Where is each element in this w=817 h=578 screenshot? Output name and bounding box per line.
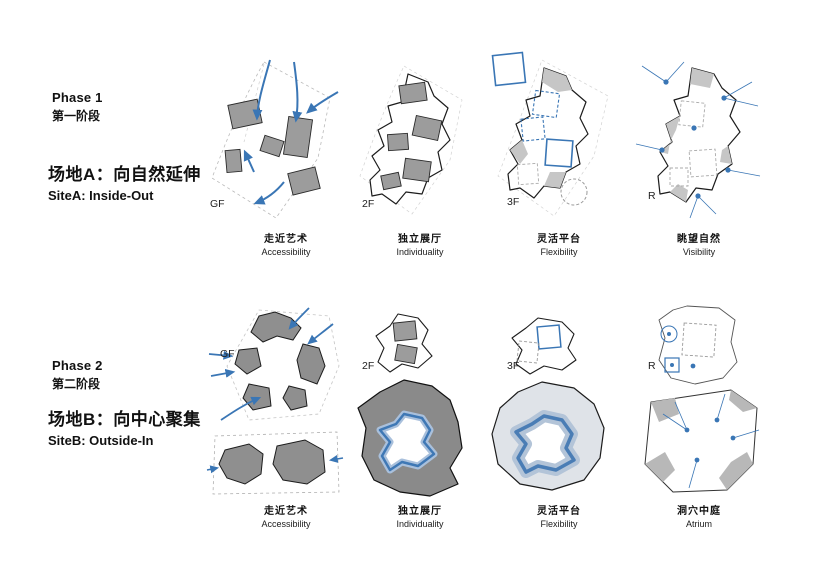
floor-label-p1-3f: 3F — [507, 196, 520, 208]
terrace-shading — [510, 68, 572, 188]
caption-en: Atrium — [685, 519, 712, 529]
caption-en: Flexibility — [540, 247, 578, 257]
flow-arrow-icons — [208, 307, 334, 421]
caption-en: Visibility — [682, 247, 716, 257]
caption-zh: 灵活平台 — [537, 234, 581, 245]
phase2-2f-plan-drawing — [357, 313, 463, 497]
platform-frame — [536, 324, 562, 350]
floor-label-p2-gf: GF — [220, 348, 235, 360]
diagram-phase1-roof — [632, 58, 767, 220]
gallery-blocks — [380, 81, 443, 191]
caption-en: Individuality — [396, 247, 444, 257]
view-lines — [635, 61, 761, 219]
diagram-phase1-gf — [198, 58, 343, 223]
phase2-title-en: Phase 2 — [52, 358, 103, 373]
floor-label-p1-2f: 2F — [362, 198, 375, 210]
caption-p1-2f: 独立展厅 Individuality — [396, 230, 443, 257]
phase2-3f-plan-drawing — [491, 317, 605, 491]
courtyard-edge — [378, 412, 436, 472]
upper-plate-outline — [375, 313, 433, 373]
caption-zh: 独立展厅 — [398, 506, 442, 517]
cluster-blocks — [234, 311, 326, 411]
phase1-title-zh: 第一阶段 — [52, 109, 101, 123]
caption-zh: 独立展厅 — [398, 234, 442, 245]
diagram-phase2-2f — [352, 310, 472, 500]
courtyard-edge — [514, 414, 576, 474]
caption-p2-2f: 独立展厅 Individuality — [396, 502, 443, 529]
caption-en: Flexibility — [540, 519, 578, 529]
caption-zh: 走近艺术 — [263, 234, 308, 245]
roof-terrace-shading — [645, 390, 757, 490]
viewpoint-dots — [684, 417, 736, 463]
diagram-phase1-3f — [482, 51, 617, 222]
lower-flow-arrows — [206, 454, 344, 474]
lower-mass-blobs — [218, 439, 326, 485]
gallery-blocks — [224, 98, 321, 196]
caption-p1-r: 眺望自然 Visibility — [677, 230, 721, 257]
phase2-gf-plan-drawing — [206, 307, 344, 495]
phase1-2f-plan-drawing — [359, 65, 463, 215]
site-boundary-dashed — [226, 309, 340, 421]
flow-arrow-icons — [243, 59, 339, 205]
diagram-phase2-roof — [635, 302, 767, 500]
phase1-heading: Phase 1 第一阶段 — [52, 90, 103, 124]
skylight-frame — [664, 357, 680, 373]
phase1-3f-plan-drawing — [491, 51, 609, 217]
diagram-phase2-3f — [482, 312, 622, 497]
gallery-blocks — [392, 320, 418, 365]
viewpoint-dot — [690, 363, 696, 369]
view-lines — [662, 393, 760, 489]
caption-zh: 走近艺术 — [263, 506, 308, 517]
oculus-target-icon — [660, 325, 678, 343]
phase1-gf-plan-drawing — [211, 59, 339, 219]
floor-label-p2-3f: 3F — [507, 360, 520, 372]
phase2-heading: Phase 2 第二阶段 — [52, 358, 103, 392]
phase2-roof-plan-drawing — [644, 305, 760, 493]
viewpoint-dots — [659, 79, 731, 199]
phase2-title-zh: 第二阶段 — [52, 377, 101, 391]
platform-frames — [491, 51, 574, 168]
floor-label-p2-r: R — [648, 360, 656, 372]
siteA-title-zh: 场地A：向自然延伸 — [48, 165, 201, 184]
floor-label-p2-2f: 2F — [362, 360, 375, 372]
siteB-title-zh: 场地B：向中心聚集 — [48, 410, 201, 429]
ghost-block-dashed — [516, 340, 540, 364]
caption-p1-gf: 走近艺术 Accessibility — [261, 230, 310, 257]
ghost-circle-dashed — [560, 178, 588, 206]
caption-p2-3f: 灵活平台 Flexibility — [537, 502, 581, 529]
roof-terrace-shading — [660, 68, 732, 202]
caption-p1-3f: 灵活平台 Flexibility — [537, 230, 581, 257]
caption-zh: 眺望自然 — [677, 234, 721, 245]
caption-p2-gf: 走近艺术 Accessibility — [261, 502, 310, 529]
caption-en: Individuality — [396, 519, 444, 529]
siteB-heading: 场地B：向中心聚集 SiteB: Outside-In — [48, 405, 201, 448]
site-boundary-dashed — [497, 59, 609, 217]
phase1-roof-plan-drawing — [635, 61, 761, 219]
siteB-title-en: SiteB: Outside-In — [48, 433, 154, 448]
siteA-title-en: SiteA: Inside-Out — [48, 188, 154, 203]
caption-p2-r: 洞穴中庭 Atrium — [677, 502, 721, 529]
lower-site-boundary-dashed — [212, 431, 340, 495]
site-boundary-dashed — [211, 61, 331, 219]
floor-label-p1-r: R — [648, 190, 656, 202]
diagram-phase2-gf — [205, 307, 345, 498]
caption-en: Accessibility — [261, 519, 311, 529]
caption-en: Accessibility — [261, 247, 311, 257]
caption-zh: 洞穴中庭 — [677, 506, 721, 517]
phase1-title-en: Phase 1 — [52, 90, 103, 105]
caption-zh: 灵活平台 — [537, 506, 581, 517]
diagram-phase1-2f — [352, 62, 470, 220]
siteA-heading: 场地A：向自然延伸 SiteA: Inside-Out — [48, 160, 201, 203]
floor-label-p1-gf: GF — [210, 198, 225, 210]
